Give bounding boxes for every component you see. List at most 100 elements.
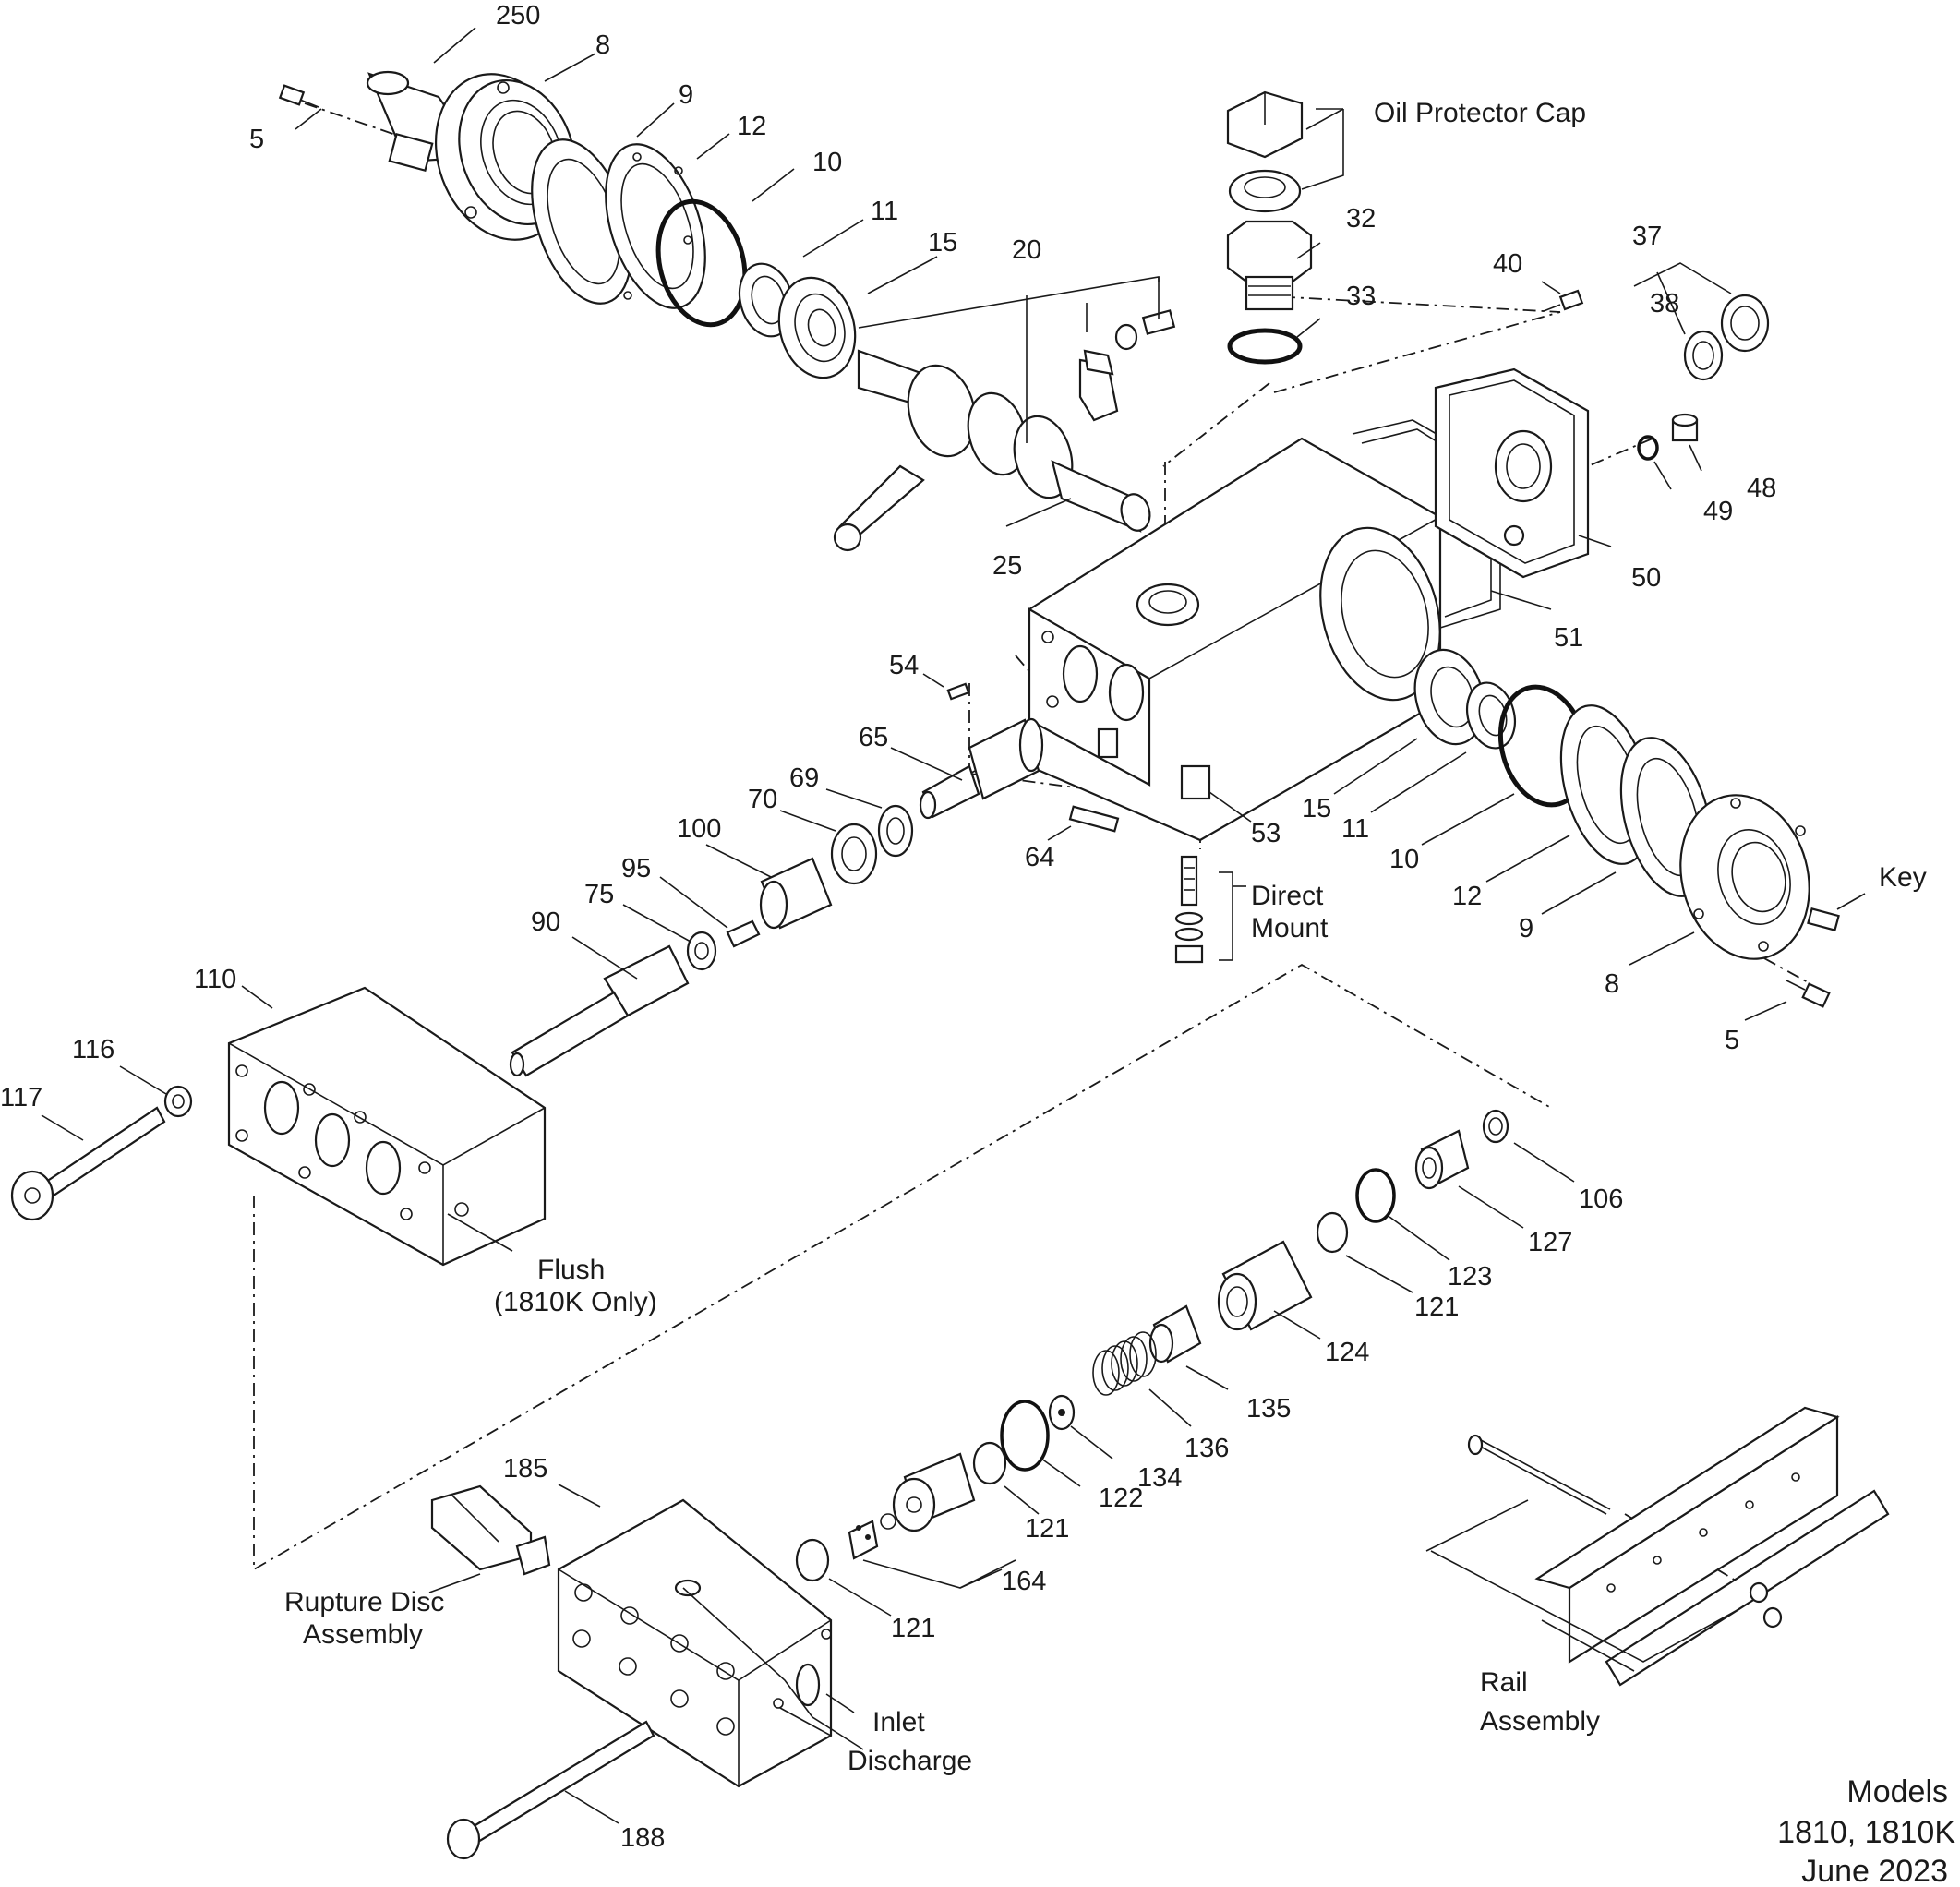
label-rail-1: Rail	[1480, 1667, 1528, 1698]
bolt-188	[446, 1720, 655, 1860]
callout-10-upper: 10	[812, 148, 842, 177]
label-flush-1: Flush	[537, 1255, 605, 1285]
plug-48-49	[1637, 413, 1699, 461]
callout-121-mid: 121	[1025, 1514, 1069, 1544]
callout-106: 106	[1579, 1184, 1623, 1214]
callout-136: 136	[1184, 1434, 1229, 1463]
bearing-flange-8-lower	[1679, 794, 1810, 960]
callout-51: 51	[1554, 623, 1583, 653]
spring-95	[726, 919, 761, 948]
callout-8-lower: 8	[1605, 969, 1619, 999]
footer-model-numbers: 1810, 1810K	[1777, 1815, 1955, 1850]
callout-100: 100	[677, 814, 721, 844]
model-footer: Models 1810, 1810K June 2023	[1777, 1774, 1955, 1887]
callout-188: 188	[620, 1823, 665, 1853]
callout-20: 20	[1012, 235, 1041, 265]
crankcase	[1028, 437, 1442, 842]
callout-50: 50	[1631, 563, 1661, 593]
callout-5-upper: 5	[249, 125, 264, 154]
crankshaft-assembly	[833, 309, 1176, 552]
shaft-key	[1807, 907, 1840, 931]
plunger-rod-65	[919, 717, 1044, 820]
callout-9-lower: 9	[1519, 914, 1533, 944]
callout-10-lower: 10	[1389, 845, 1419, 874]
part-number-callouts: 250 8 9 12 5 10 11 15 20 Oil Protector C…	[0, 1, 1927, 1853]
callout-185: 185	[503, 1454, 547, 1484]
callout-54: 54	[889, 651, 919, 680]
callout-69: 69	[789, 763, 819, 793]
callout-38: 38	[1650, 289, 1679, 319]
leader-lines	[41, 27, 1866, 1824]
washer-116	[163, 1085, 193, 1118]
rupture-disc-assembly	[430, 1484, 551, 1576]
callout-122: 122	[1099, 1484, 1143, 1513]
label-rail-2: Assembly	[1480, 1706, 1600, 1737]
callout-116: 116	[72, 1035, 114, 1064]
label-direct-mount-1: Direct	[1251, 881, 1324, 911]
callout-164: 164	[1002, 1567, 1046, 1596]
gaskets-upper	[531, 138, 706, 309]
manifold-110	[227, 986, 547, 1267]
valve-assembly-164	[848, 1452, 976, 1560]
callout-134: 134	[1137, 1463, 1182, 1493]
callout-124: 124	[1325, 1338, 1369, 1367]
label-rupture-disc-2: Assembly	[303, 1619, 423, 1650]
o-ring-122	[1000, 1400, 1050, 1472]
spring-136	[1092, 1331, 1157, 1396]
callout-40: 40	[1493, 249, 1522, 279]
seal-retainer-70	[830, 823, 878, 885]
pin-64	[1068, 805, 1120, 833]
callout-11-lower: 11	[1341, 814, 1369, 844]
label-direct-mount-2: Mount	[1251, 913, 1329, 944]
backup-ring-121-low	[795, 1538, 830, 1582]
spring-retainer-135	[1148, 1304, 1202, 1364]
bolt-117	[10, 1106, 166, 1221]
callout-9-upper: 9	[679, 80, 693, 110]
rail-assembly	[1467, 1406, 1890, 1687]
callout-65: 65	[859, 723, 888, 752]
callout-90: 90	[531, 907, 560, 937]
callout-110: 110	[194, 965, 236, 994]
rear-cover-50-gasket-51	[1352, 367, 1590, 629]
callout-15-upper: 15	[928, 228, 957, 258]
label-discharge: Discharge	[848, 1746, 972, 1776]
plunger-90	[509, 944, 690, 1077]
callout-53: 53	[1251, 819, 1281, 848]
washer-69	[877, 804, 914, 858]
direct-mount-hardware	[1174, 855, 1204, 964]
seal-106	[1482, 1109, 1509, 1144]
callout-123: 123	[1448, 1262, 1492, 1292]
callout-32: 32	[1346, 204, 1376, 234]
o-ring-123	[1355, 1168, 1396, 1223]
valve-134	[1048, 1394, 1076, 1431]
oil-protector-cap	[1226, 90, 1304, 213]
breather-32	[1226, 220, 1313, 311]
sleeve-124	[1217, 1240, 1313, 1331]
backup-ring-121-top	[1316, 1211, 1349, 1254]
gasket-33	[1227, 328, 1303, 365]
pin-54	[946, 682, 970, 701]
callout-12-upper: 12	[737, 112, 766, 141]
label-rupture-disc-1: Rupture Disc	[284, 1587, 444, 1617]
callout-121-low: 121	[891, 1614, 935, 1643]
bolt-5-lower	[1786, 980, 1831, 1008]
callout-49: 49	[1703, 497, 1733, 526]
bearing-15-upper	[777, 276, 857, 379]
seat-127	[1414, 1129, 1470, 1190]
footer-models: Models	[1846, 1774, 1948, 1809]
callout-70: 70	[748, 785, 777, 814]
washer-75	[686, 931, 717, 971]
manifold-185	[557, 1498, 833, 1788]
callout-37: 37	[1632, 222, 1662, 251]
bolt-40	[1543, 289, 1584, 312]
callout-25: 25	[992, 551, 1022, 581]
label-flush-2: (1810K Only)	[494, 1287, 657, 1317]
callout-48: 48	[1747, 474, 1776, 503]
label-inlet: Inlet	[872, 1707, 925, 1737]
callout-121-top: 121	[1414, 1292, 1459, 1322]
callout-11-upper: 11	[871, 197, 898, 226]
backup-ring-121-mid	[972, 1441, 1007, 1485]
footer-date: June 2023	[1801, 1854, 1948, 1887]
drain-plug-37-38	[1683, 294, 1770, 381]
